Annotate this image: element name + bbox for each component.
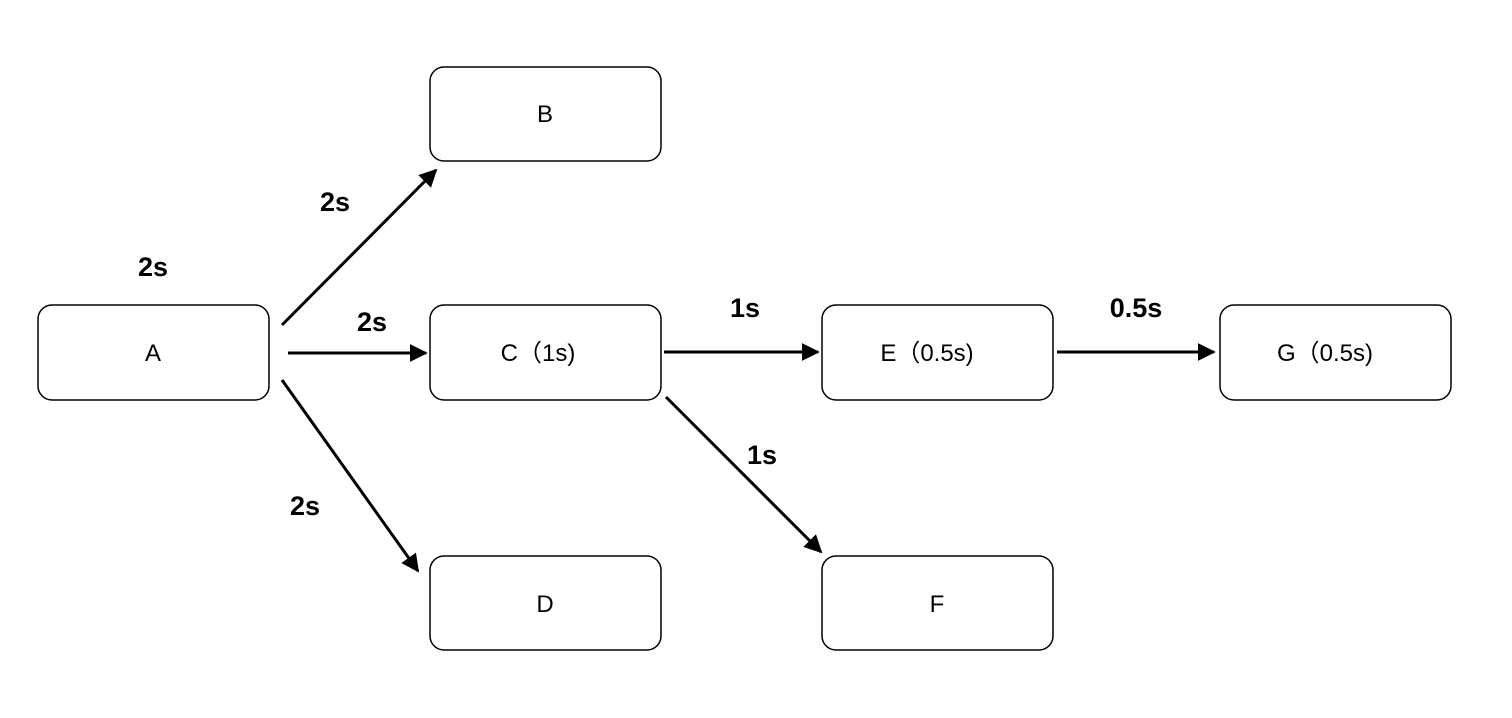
edge-c-f	[664, 395, 823, 554]
edge-label-a-d: 2s	[290, 491, 320, 521]
node-g: G（0.5s)	[1219, 304, 1452, 401]
node-label-b: B	[537, 101, 553, 128]
node-label-f: F	[930, 591, 945, 618]
edge-a-d	[280, 379, 420, 573]
edges	[280, 168, 1216, 573]
node-label-e: E（0.5s)	[880, 340, 973, 367]
edge-a-b	[280, 168, 438, 327]
node-e: E（0.5s)	[821, 304, 1054, 401]
edge-label-c-e: 1s	[730, 293, 760, 323]
node-c: C（1s)	[429, 304, 662, 401]
node-b: B	[429, 66, 662, 162]
node-label-c: C（1s)	[501, 340, 576, 367]
node-label-g: G（0.5s)	[1277, 340, 1373, 367]
node-label-d: D	[536, 591, 553, 618]
edge-label-a-c: 2s	[357, 307, 387, 337]
node-a: A	[37, 304, 270, 401]
node-f: F	[821, 555, 1054, 651]
edge-label-a-b: 2s	[320, 187, 350, 217]
label-a-top: 2s	[138, 252, 168, 282]
edge-label-e-g: 0.5s	[1110, 293, 1163, 323]
node-label-a: A	[145, 340, 161, 367]
edge-label-c-f: 1s	[747, 440, 777, 470]
node-d: D	[429, 555, 662, 651]
edge-labels: 2s 2s 2s 2s 1s 1s 0.5s	[138, 187, 1162, 521]
